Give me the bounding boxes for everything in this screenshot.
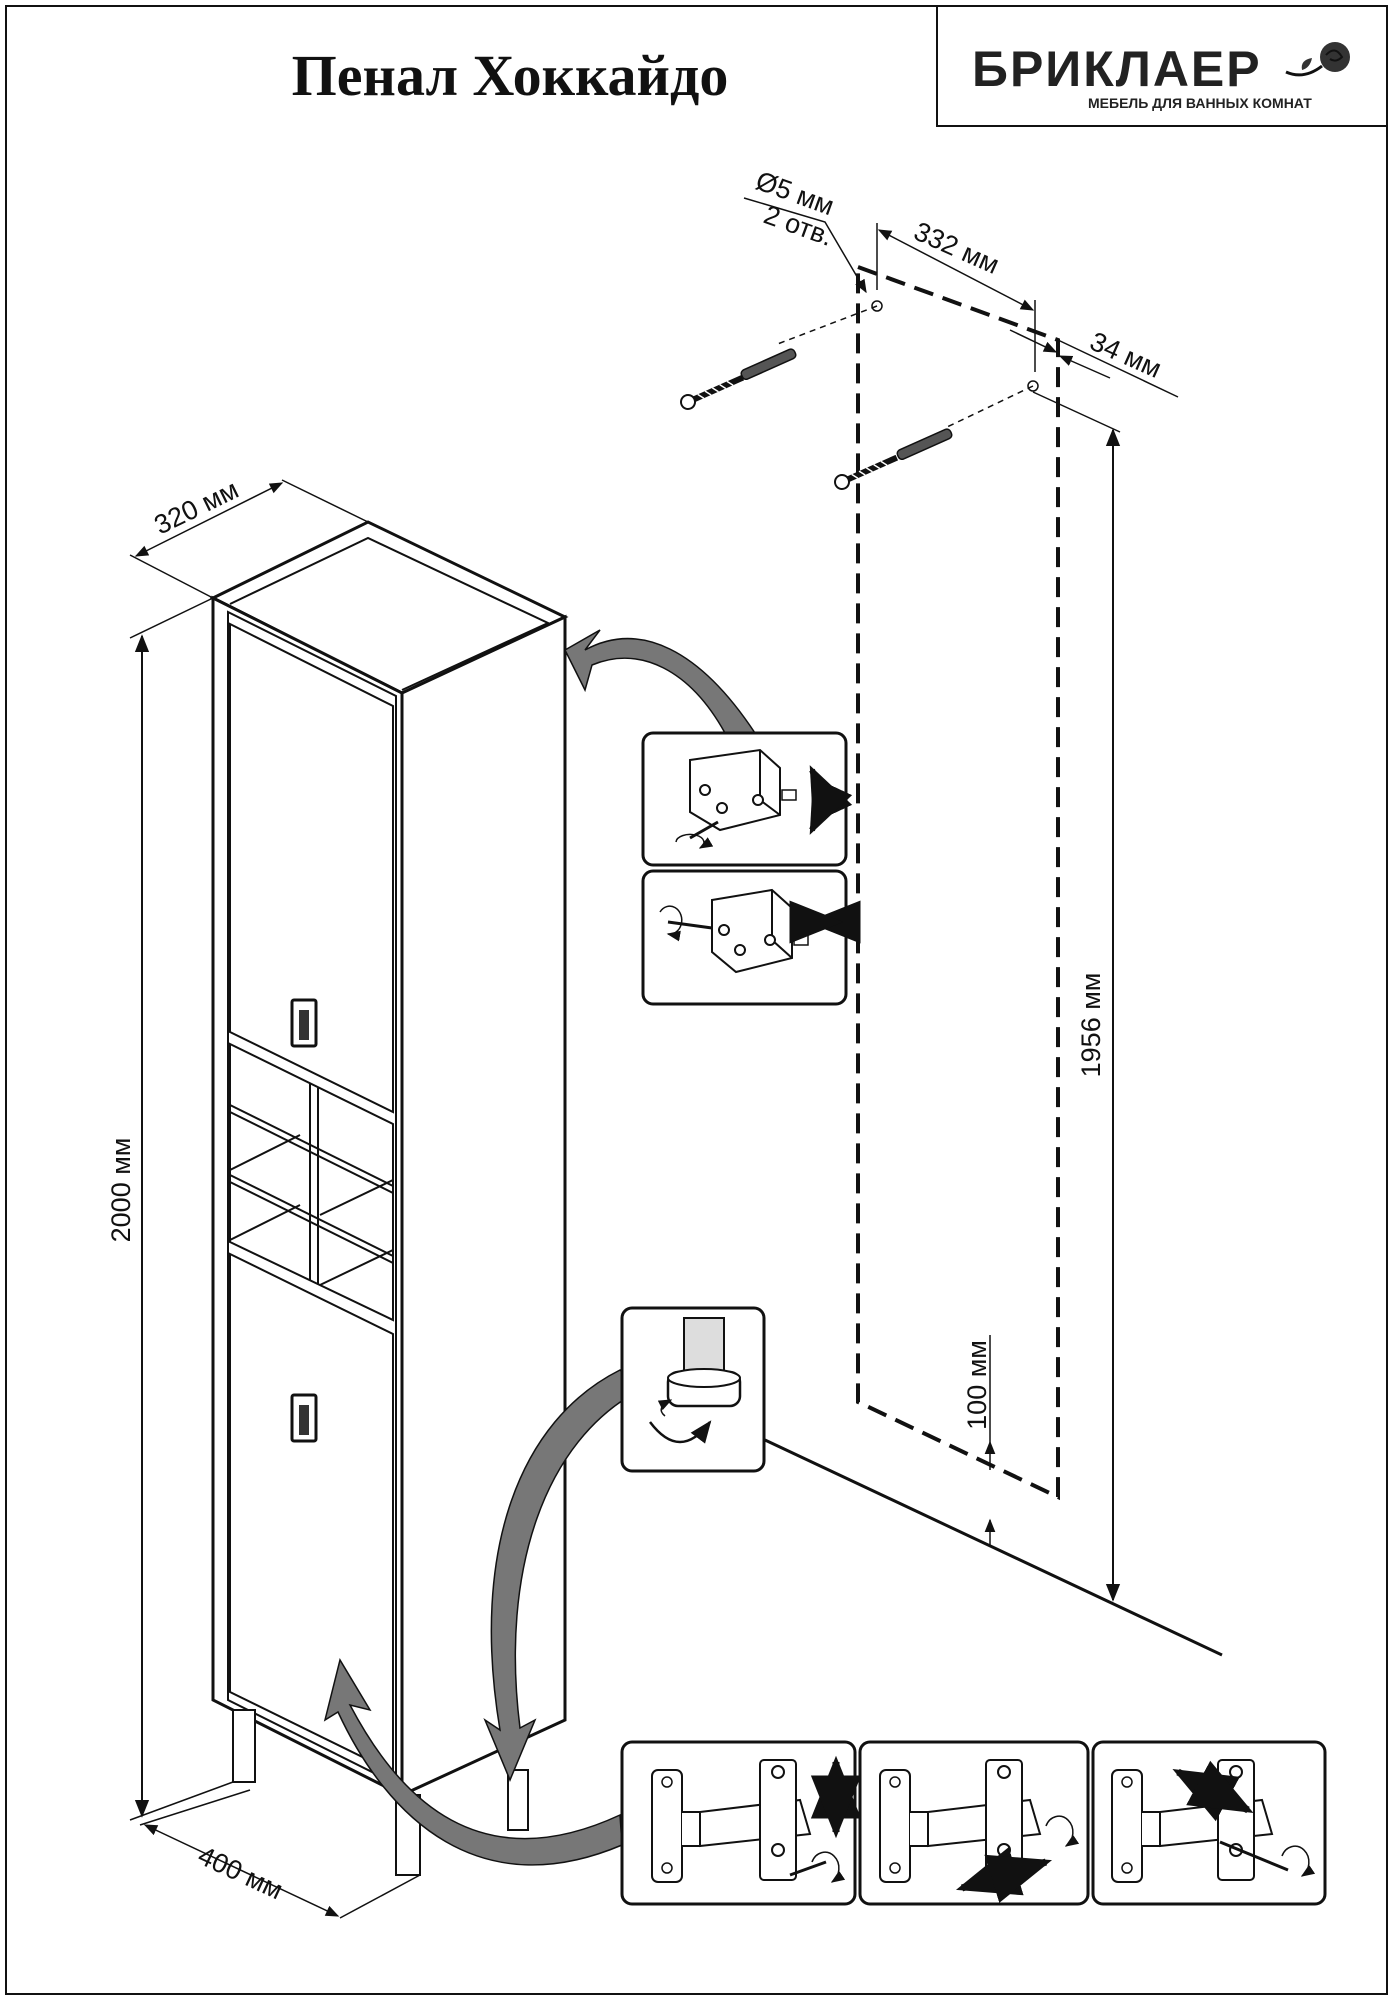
mounting-bracket-icon bbox=[711, 888, 809, 974]
height-label: 2000 мм bbox=[106, 1138, 136, 1243]
screw-icon bbox=[680, 374, 745, 410]
leg-detail bbox=[620, 1306, 766, 1473]
bracket-detail-vertical bbox=[641, 731, 853, 867]
brand-logo: БРИКЛАЕР МЕБЕЛЬ ДЛЯ ВАННЫХ КОМНАТ bbox=[936, 5, 1388, 127]
door-handle-icon bbox=[290, 1393, 318, 1443]
mount-height-label: 1956 мм bbox=[1076, 973, 1106, 1078]
side-offset-label: 34 мм bbox=[1086, 326, 1166, 384]
rotate-arrow-icon bbox=[811, 1851, 846, 1883]
rotate-arrow-icon bbox=[1281, 1845, 1316, 1877]
rotate-arrow-icon bbox=[1045, 1815, 1080, 1847]
brand-name: БРИКЛАЕР bbox=[972, 41, 1262, 97]
brand-tagline: МЕБЕЛЬ ДЛЯ ВАННЫХ КОМНАТ bbox=[1088, 95, 1312, 111]
floor-offset-label: 100 мм bbox=[962, 1340, 992, 1430]
rotate-arrow-icon bbox=[649, 1420, 712, 1444]
curved-arrow-icon bbox=[564, 629, 757, 734]
adjustable-leg-icon bbox=[666, 1317, 742, 1408]
wall-plug-icon bbox=[740, 348, 797, 381]
cabinet-leg bbox=[507, 1769, 529, 1831]
mounting-bracket-icon bbox=[689, 748, 797, 832]
screw-icon bbox=[834, 454, 899, 490]
rotate-arrow-icon bbox=[659, 905, 683, 942]
page-title: Пенал Хоккайдо bbox=[292, 43, 729, 108]
page-border bbox=[5, 5, 1388, 1995]
hinge-detail-horizontal bbox=[1091, 1740, 1327, 1906]
curved-arrow-icon bbox=[483, 1369, 642, 1782]
hinge-icon bbox=[651, 1759, 812, 1883]
lower-door bbox=[229, 1252, 394, 1774]
cabinet-leg bbox=[232, 1709, 256, 1783]
rose-logo-icon bbox=[1285, 42, 1350, 77]
hinge-detail-vertical bbox=[620, 1740, 862, 1906]
vertical-adjust-arrow-icon bbox=[809, 765, 853, 835]
width-label: 400 мм bbox=[193, 1840, 287, 1905]
hinge-detail-depth bbox=[858, 1740, 1090, 1906]
depth-label: 320 мм bbox=[149, 474, 243, 540]
door-handle-icon bbox=[290, 998, 318, 1048]
upper-door bbox=[229, 622, 394, 1114]
curved-arrow-icon bbox=[323, 1658, 623, 1866]
depth-adjust-arrow-icon bbox=[955, 1847, 1053, 1903]
horizontal-adjust-arrow-icon bbox=[1172, 1760, 1254, 1822]
wall-plug-icon bbox=[896, 428, 953, 461]
bracket-detail-horizontal bbox=[641, 869, 861, 1006]
cabinet-drawing bbox=[209, 520, 569, 1876]
